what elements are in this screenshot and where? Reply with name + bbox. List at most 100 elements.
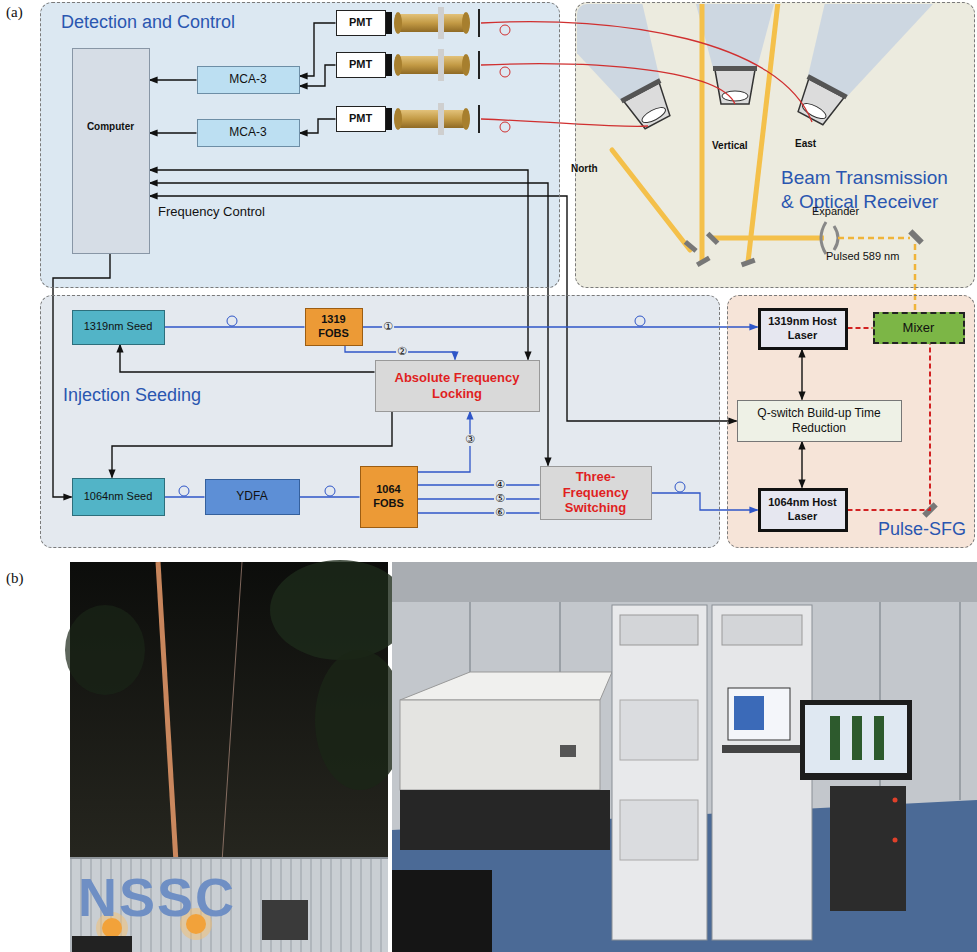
panel-title: Detection and Control [61, 11, 361, 33]
node-text: Mixer [903, 320, 935, 336]
connector [848, 327, 873, 329]
optical-table [400, 790, 610, 850]
lens [394, 108, 402, 130]
mirror [800, 101, 828, 122]
receiver-fiber [481, 64, 735, 104]
control-box: Three-Frequency Switching [540, 466, 652, 520]
node-text: Computer [87, 121, 134, 133]
text-label: Vertical [712, 140, 748, 151]
panel-title: Pulse-SFG [878, 518, 973, 540]
optics-row [386, 103, 479, 135]
monitor [800, 700, 912, 780]
node-text: 1319 FOBS [310, 313, 358, 339]
edge-label: ⑥ [494, 507, 506, 519]
lens [394, 54, 402, 76]
connector [363, 326, 758, 327]
fiber-loop [179, 486, 189, 496]
text-label: (b) [6, 570, 24, 587]
connector [418, 512, 540, 513]
equipment-stack [830, 786, 906, 911]
filter [438, 7, 444, 39]
detector-box: PMT [336, 10, 386, 36]
pulsed-beam [914, 244, 917, 311]
group-panel: Beam Transmission & Optical Receiver [575, 2, 975, 288]
node-text: MCA-3 [229, 72, 266, 86]
photo-lab [392, 562, 977, 952]
text-label: Pulsed 589 nm [826, 250, 899, 262]
telescope-body [715, 70, 755, 104]
detector-box: PMT [336, 52, 386, 78]
control-box: Absolute Frequency Locking [375, 360, 540, 412]
lens [394, 12, 402, 34]
connector [300, 23, 336, 76]
lens-tube [396, 14, 466, 32]
filter [438, 49, 444, 81]
lens [462, 108, 470, 130]
connector [150, 79, 197, 80]
text-label: NSSC [78, 866, 236, 928]
computer-box: Computer [72, 48, 150, 254]
node-text: Q-switch Build-up Time Reduction [742, 406, 897, 435]
laser-beam [158, 562, 176, 862]
plot-bar [830, 716, 840, 760]
connector [165, 496, 205, 497]
telescope-ring [713, 66, 757, 71]
connector [300, 65, 336, 86]
fiber-end [478, 105, 480, 133]
fiber-loop [325, 486, 335, 496]
lens [462, 12, 470, 34]
edge-label: ⑤ [494, 493, 506, 505]
rack [612, 605, 707, 940]
telescope-ring [807, 74, 848, 99]
photo-outdoor [65, 560, 410, 952]
node-text: MCA-3 [229, 125, 266, 139]
connector [801, 442, 802, 488]
node-text: PMT [349, 112, 372, 125]
node-text: 1319nm Host Laser [764, 315, 842, 341]
edge-label: ② [396, 346, 408, 358]
plot-bar [852, 716, 862, 760]
fiber-end [478, 9, 480, 37]
node-text: YDFA [236, 489, 267, 503]
mirror [684, 240, 698, 253]
connector [801, 350, 802, 400]
connector [300, 496, 360, 497]
text-label: (a) [6, 4, 23, 21]
tree [270, 560, 410, 660]
telescope [756, 4, 953, 147]
process-box: Q-switch Build-up Time Reduction [737, 400, 902, 442]
panel-fill [40, 2, 560, 288]
glass-frame [959, 602, 961, 800]
ceiling [392, 562, 977, 602]
monitor-screen [805, 705, 907, 773]
optics-row [386, 49, 479, 81]
mirror [741, 258, 756, 267]
pulsed-beam [838, 237, 910, 240]
optics-row [386, 7, 479, 39]
fiber-loop [635, 316, 645, 326]
detector-box: PMT [336, 106, 386, 132]
expander-lens [821, 222, 826, 254]
instrument [722, 615, 802, 645]
host-laser-box: 1064nm Host Laser [758, 488, 848, 532]
screen-content [734, 696, 764, 730]
connector [560, 745, 576, 757]
connector [418, 412, 471, 473]
connector [165, 326, 305, 327]
receiver-fiber [481, 119, 648, 126]
node-text: Absolute Frequency Locking [380, 370, 535, 401]
telescope-body [793, 79, 844, 128]
connector [345, 346, 455, 360]
node-text: 1064nm Seed [84, 490, 153, 503]
fiber-loop [227, 316, 237, 326]
fiber-loop [675, 482, 685, 492]
fiber-loop [500, 25, 510, 35]
edge-label: ① [382, 321, 394, 333]
amplifier-box: YDFA [205, 479, 300, 515]
filter [438, 103, 444, 135]
text-label: Frequency Control [158, 204, 265, 219]
analyzer-box: MCA-3 [197, 119, 300, 147]
laser-beam [712, 236, 824, 241]
mixer-box: Mixer [873, 312, 965, 344]
